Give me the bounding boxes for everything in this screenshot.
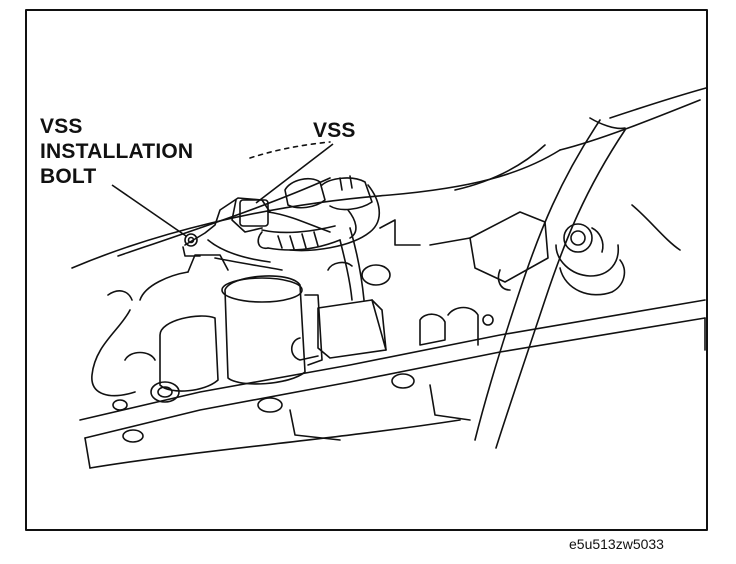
vss-label: VSS bbox=[313, 119, 356, 142]
bolt-label-line-2: INSTALLATION bbox=[40, 140, 194, 163]
vss-installation-bolt-label: VSS INSTALLATION BOLT bbox=[40, 114, 193, 189]
vss-sensor bbox=[184, 197, 331, 271]
oil-pan bbox=[79, 299, 706, 469]
wire-harness bbox=[257, 175, 380, 301]
solenoid bbox=[290, 219, 421, 361]
valve-body bbox=[91, 254, 323, 397]
tube bbox=[474, 119, 681, 449]
figure-code: e5u513zw5033 bbox=[569, 536, 664, 552]
vss-installation-bolt bbox=[182, 233, 201, 257]
figure-frame bbox=[25, 9, 708, 531]
bolt-label-line-1: VSS bbox=[40, 115, 83, 138]
bolt-label-line-3: BOLT bbox=[40, 165, 97, 188]
fitting bbox=[419, 211, 626, 346]
